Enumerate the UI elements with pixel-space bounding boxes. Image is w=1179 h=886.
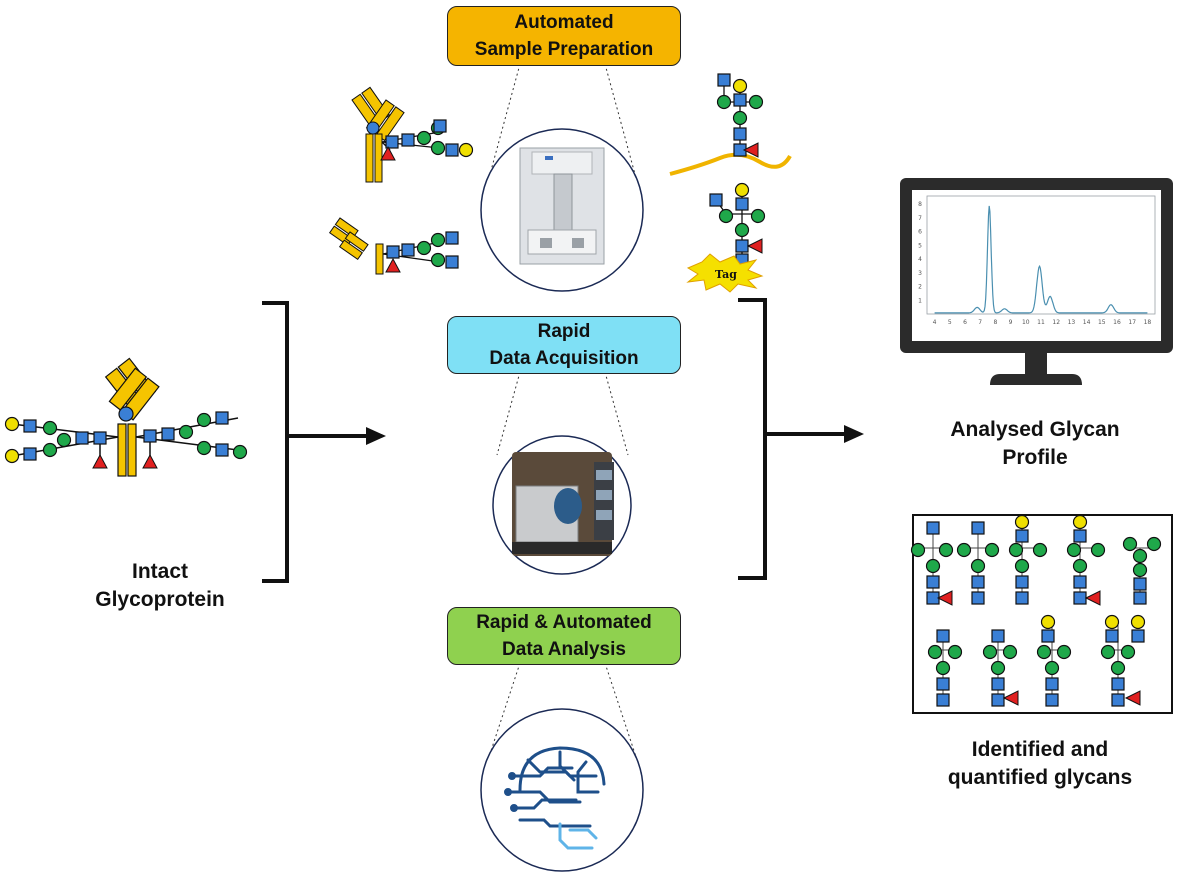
input-bracket bbox=[262, 301, 289, 583]
antibody-small-icon bbox=[351, 86, 474, 183]
identified-glycans-panel bbox=[910, 514, 1173, 714]
y-tick-label: 6 bbox=[918, 229, 922, 236]
caption-line2: quantified glycans bbox=[947, 766, 1133, 789]
x-tick-label: 4 bbox=[933, 319, 937, 326]
y-ticks: 8 7 6 5 4 3 2 1 bbox=[918, 201, 922, 304]
y-tick-label: 8 bbox=[918, 201, 922, 208]
x-tick-label: 5 bbox=[948, 319, 952, 326]
x-ticks: 4 5 6 7 8 9 10 11 12 13 14 15 16 17 18 bbox=[933, 319, 1152, 326]
y-tick-label: 2 bbox=[918, 284, 922, 291]
stage-label-line1: Automated bbox=[514, 12, 614, 33]
stage-label-line2: Data Acquisition bbox=[489, 348, 639, 369]
monitor-icon: 8 7 6 5 4 3 2 1 4 5 6 7 8 9 10 11 12 13 14 15 16 17 18 bbox=[900, 178, 1173, 385]
stage-label-line2: Data Analysis bbox=[502, 639, 626, 660]
y-tick-label: 1 bbox=[918, 297, 922, 304]
tag-burst bbox=[686, 253, 764, 293]
caption-line2: Glycoprotein bbox=[95, 588, 225, 611]
x-tick-label: 6 bbox=[963, 319, 967, 326]
x-tick-label: 16 bbox=[1113, 319, 1121, 326]
x-tick-label: 15 bbox=[1098, 319, 1106, 326]
y-tick-label: 3 bbox=[918, 270, 922, 277]
caption-line1: Identified and bbox=[971, 738, 1109, 761]
x-tick-label: 13 bbox=[1068, 319, 1076, 326]
output-arrow bbox=[765, 425, 864, 443]
stage-label-line1: Rapid bbox=[537, 321, 591, 342]
stage-sample-preparation: Automated Sample Preparation bbox=[447, 6, 681, 66]
zoom-lines bbox=[482, 63, 643, 776]
tagged-glycan-icon: Tag bbox=[686, 182, 766, 293]
caption-line1: Analysed Glycan bbox=[950, 418, 1120, 441]
x-tick-label: 18 bbox=[1144, 319, 1152, 326]
input-arrow bbox=[287, 427, 386, 445]
output-bracket bbox=[738, 298, 767, 580]
tag-label: Tag bbox=[715, 268, 737, 281]
x-tick-label: 8 bbox=[993, 319, 997, 326]
y-tick-label: 7 bbox=[918, 215, 922, 222]
caption-line2: Profile bbox=[1002, 446, 1068, 469]
intact-glycoprotein-caption: Intact Glycoprotein bbox=[60, 558, 260, 614]
intact-glycoprotein-icon bbox=[4, 357, 248, 477]
x-tick-label: 7 bbox=[978, 319, 982, 326]
x-tick-label: 10 bbox=[1022, 319, 1030, 326]
released-glycan-icon bbox=[669, 73, 792, 176]
x-tick-label: 9 bbox=[1009, 319, 1013, 326]
identified-glycans-caption: Identified and quantified glycans bbox=[895, 736, 1179, 792]
lcms-instrument-image bbox=[492, 435, 632, 575]
stage-data-analysis: Rapid & Automated Data Analysis bbox=[447, 607, 681, 665]
ai-brain-icon bbox=[480, 708, 644, 872]
chromatogram-trace bbox=[934, 205, 1148, 314]
stage-label-line1: Rapid & Automated bbox=[476, 612, 652, 633]
y-tick-label: 4 bbox=[918, 256, 922, 263]
x-tick-label: 12 bbox=[1052, 319, 1060, 326]
analysed-profile-caption: Analysed Glycan Profile bbox=[905, 416, 1165, 472]
x-tick-label: 17 bbox=[1128, 319, 1136, 326]
y-tick-label: 5 bbox=[918, 242, 922, 249]
x-tick-label: 11 bbox=[1037, 319, 1045, 326]
x-tick-label: 14 bbox=[1083, 319, 1091, 326]
stage-data-acquisition: Rapid Data Acquisition bbox=[447, 316, 681, 374]
stage-label-line2: Sample Preparation bbox=[474, 39, 654, 60]
liquid-handler-image bbox=[480, 128, 644, 292]
antibody-fragment-icon bbox=[328, 217, 459, 275]
caption-line1: Intact bbox=[131, 560, 188, 583]
